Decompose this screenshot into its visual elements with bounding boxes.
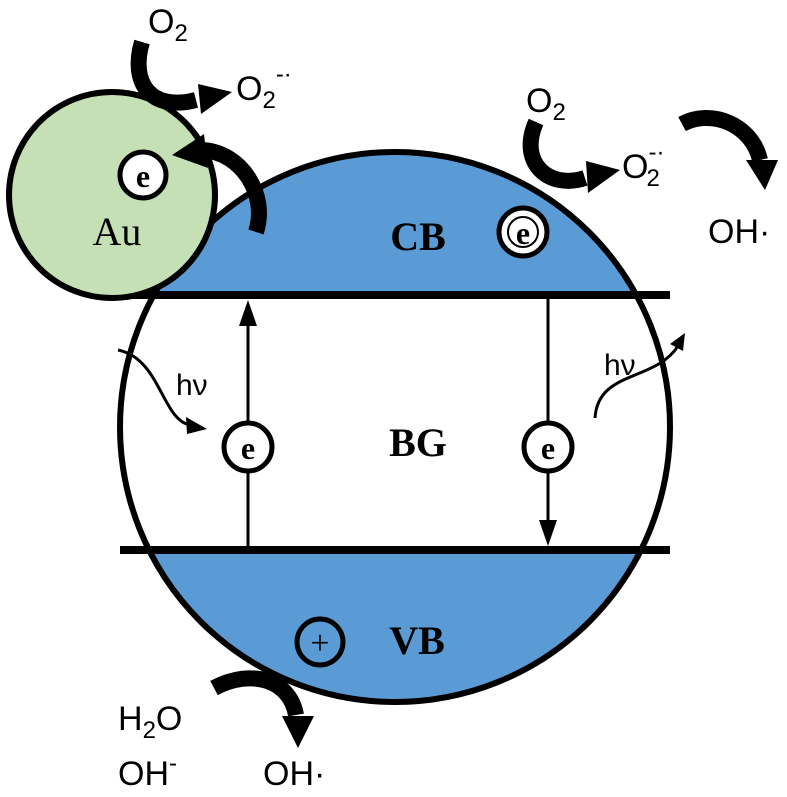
vb-label: VB [389,618,445,663]
hv-left-label: hν [176,369,208,402]
cb-electron: e [496,205,550,259]
oh-radical-right-label: OH· [708,213,770,251]
au-nanoparticle: Au e [6,89,218,301]
cb-electron-label: e [516,215,530,251]
right-bg-electron-label: e [541,430,555,466]
bg-label: BG [389,420,447,465]
left-bg-electron-label: e [241,430,255,466]
superoxide-right-label: O-·2 [622,139,664,192]
water-label: H2O [118,700,182,744]
au-electron-circle [117,149,169,201]
o2-top-label: O2 [148,3,188,47]
superoxide-top-label: O2-· [236,61,292,114]
au-electron-label: e [136,158,150,194]
au-label: Au [93,209,142,254]
incoming-light-arrow [117,348,207,434]
right-bg-electron: e [521,420,575,474]
vb-oxidation-arrow [210,670,314,748]
vb-hole: + [294,616,346,668]
vb-hole-label: + [310,625,329,662]
left-bg-electron: e [221,420,275,474]
hydroxide-label: OH- [118,750,177,793]
cb-o2-reduction-arrow [522,118,620,193]
hv-right-label: hν [604,349,636,382]
cb-label: CB [390,214,446,259]
au-o2-reduction-arrow [130,39,232,114]
emitted-light-arrow [593,333,685,419]
oh-radical-bottom-label: OH· [263,755,325,793]
cb-to-au-transfer-arrow [172,134,267,235]
o2-right-label: O2 [526,82,566,126]
recombination-arrow [539,298,557,546]
superoxide-to-oh-arrow [678,109,778,190]
